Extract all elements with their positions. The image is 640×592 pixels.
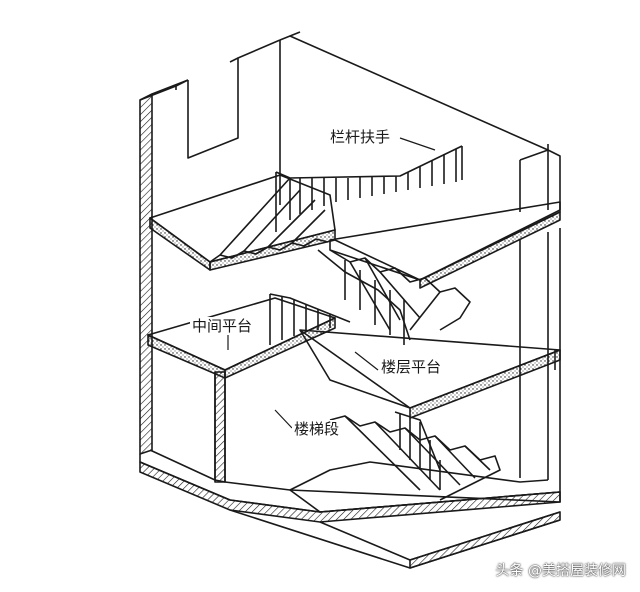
label-middle-landing: 中间平台 (190, 317, 255, 335)
middle-railing (269, 293, 351, 345)
left-wall (139, 39, 281, 455)
ground-base (139, 449, 561, 569)
label-floor-landing: 楼层平台 (379, 358, 444, 376)
label-stair-flight: 楼梯段 (292, 420, 342, 438)
upper-stair-flight (209, 177, 329, 263)
back-wall (279, 31, 561, 212)
floor-landing-slab (299, 329, 561, 419)
leader-lines (227, 137, 436, 429)
lower-stair-flight (329, 411, 501, 501)
middle-landing-slab (147, 297, 336, 483)
watermark: 头条 @美搭屋装修网 (495, 563, 626, 579)
label-railing-handrail: 栏杆扶手 (328, 128, 393, 146)
middle-stair-flight (317, 249, 471, 345)
top-railing (275, 145, 463, 232)
